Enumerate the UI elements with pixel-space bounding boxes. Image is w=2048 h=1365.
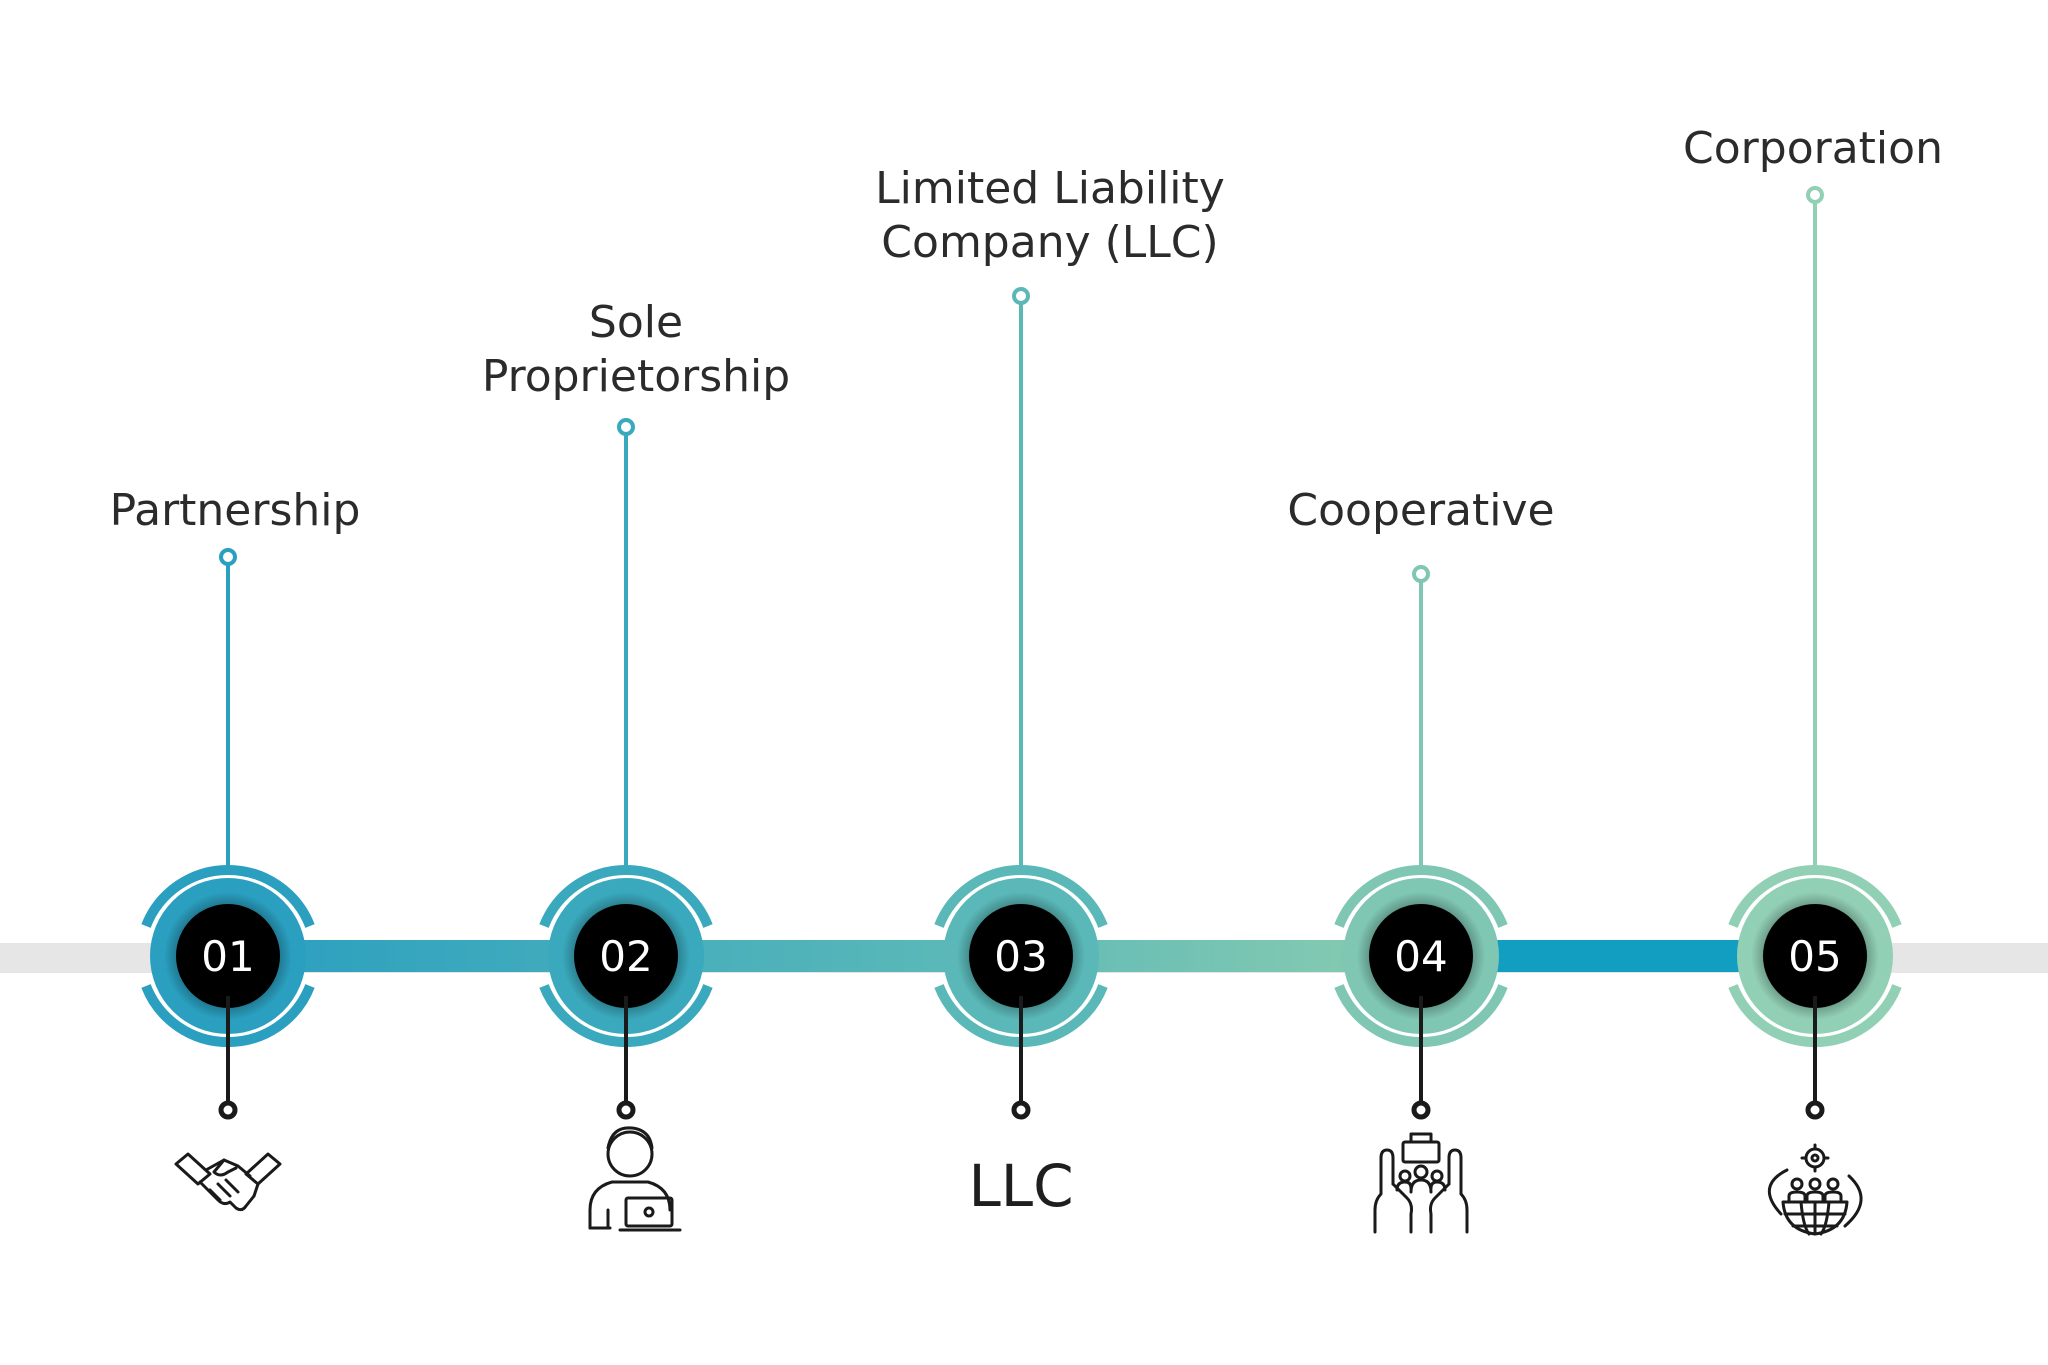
step-bottom-dot-02 — [616, 1100, 636, 1120]
step-top-dot-03 — [1012, 287, 1030, 305]
step-node-04: 04 — [1334, 565, 1508, 1120]
step-top-dot-04 — [1412, 565, 1430, 583]
llc-icon-text: LLC — [968, 1152, 1073, 1220]
handshake-icon — [174, 1152, 282, 1212]
step-top-dot-05 — [1806, 186, 1824, 204]
step-bottom-dot-03 — [1011, 1100, 1031, 1120]
step-label-corporation: Corporation — [1683, 123, 1943, 174]
step-label-sole-proprietorship: Sole Proprietorship — [481, 297, 791, 402]
step-inner-circle-01 — [176, 904, 280, 1008]
step-bottom-dot-04 — [1411, 1100, 1431, 1120]
step-arc-top-02 — [539, 864, 713, 928]
hands-group-icon — [1373, 1132, 1469, 1234]
step-number-01: 01 — [201, 932, 254, 981]
step-node-01: 01 — [141, 548, 315, 1120]
step-number-03: 03 — [994, 932, 1047, 981]
step-node-03: 03 — [934, 287, 1108, 1120]
step-arc-top-04 — [1334, 864, 1508, 928]
step-node-05: 05 — [1728, 186, 1902, 1120]
step-inner-circle-02 — [574, 904, 678, 1008]
steps-layer: 01 02 03 04 05 — [141, 186, 1902, 1120]
global-team-icon — [1767, 1143, 1863, 1236]
step-inner-circle-03 — [969, 904, 1073, 1008]
step-number-02: 02 — [599, 932, 652, 981]
step-number-04: 04 — [1394, 932, 1447, 981]
step-top-dot-02 — [617, 418, 635, 436]
step-inner-circle-04 — [1369, 904, 1473, 1008]
step-arc-top-05 — [1728, 864, 1902, 928]
step-number-05: 05 — [1788, 932, 1841, 981]
step-bottom-dot-01 — [218, 1100, 238, 1120]
step-arc-top-01 — [141, 864, 315, 928]
step-top-dot-01 — [219, 548, 237, 566]
person-laptop-icon — [588, 1126, 682, 1232]
step-label-cooperative: Cooperative — [1287, 485, 1555, 536]
step-label-llc: Limited Liability Company (LLC) — [875, 163, 1225, 268]
step-bottom-dot-05 — [1805, 1100, 1825, 1120]
step-node-02: 02 — [539, 418, 713, 1120]
step-arc-top-03 — [934, 864, 1108, 928]
step-label-partnership: Partnership — [109, 485, 361, 536]
step-inner-circle-05 — [1763, 904, 1867, 1008]
